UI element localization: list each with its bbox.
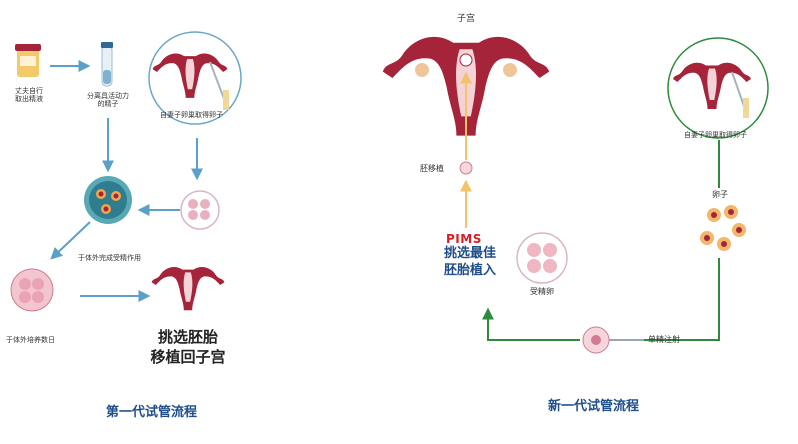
wife-egg-label-right: 自妻子卵巢取得卵子: [684, 131, 747, 139]
zygote-icon: [516, 232, 568, 284]
sperm-label: 分离具活动力 的精子: [87, 92, 129, 109]
culture-label: 于体外培养数日: [6, 336, 55, 344]
arrow-dish-to-culture: [50, 221, 91, 260]
arrow-injection-to-pims: [482, 307, 580, 341]
uterus-retrieval-circle-left: [148, 31, 242, 125]
pims-logo: PIMS: [446, 232, 482, 246]
fertilization-label: 于体外完成受精作用: [78, 254, 141, 262]
eggs-dish-icon: [180, 190, 220, 230]
eggs-icon: [700, 205, 746, 251]
husband-label: 丈夫自行 取出精液: [15, 87, 43, 104]
fertilized-egg-label: 受精卵: [530, 287, 554, 296]
uterus-retrieval-circle-right: [667, 37, 769, 139]
test-tube-icon: [101, 42, 113, 87]
fertilization-dish-icon: [84, 176, 132, 224]
injection-icon: [582, 326, 644, 354]
embryo-transfer-label: 胚移植: [420, 164, 444, 173]
uterus-left-icon: [151, 267, 225, 311]
injection-label: 单精注射: [648, 335, 680, 344]
uterus-label: 子宫: [456, 14, 476, 24]
left-select-text: 挑选胚胎 移植回子宫: [150, 328, 226, 366]
wife-egg-label-left: 自妻子卵巢取得卵子: [160, 111, 223, 119]
left-flow-title: 第一代试管流程: [106, 405, 198, 420]
line-eggs-to-injection: [615, 258, 720, 341]
semen-cup-icon: [15, 44, 41, 77]
embryo-culture-icon: [10, 268, 54, 312]
right-flow-title: 新一代试管流程: [548, 399, 640, 414]
uterus-main-icon: [382, 36, 550, 136]
embryo-icon: [459, 161, 473, 175]
egg-label: 卵子: [712, 190, 728, 199]
right-select-text: 挑选最佳 胚胎植入: [443, 246, 496, 278]
